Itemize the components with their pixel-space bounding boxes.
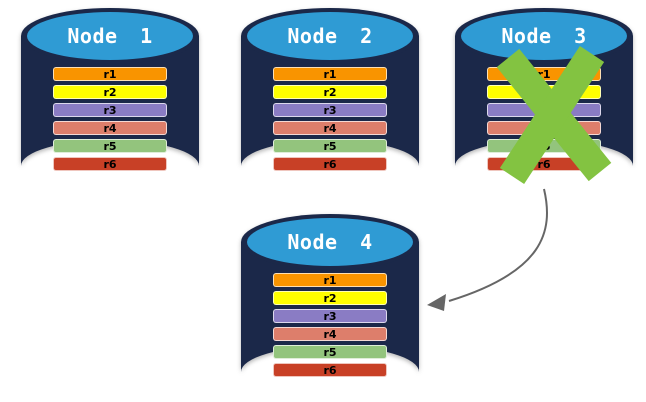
cylinder-cap-top: [247, 12, 413, 60]
node-2: Node 2 r1 r2 r3 r4 r5 r6: [239, 6, 421, 196]
x-stroke-2: [499, 46, 605, 184]
cylinder-cap-top: [247, 218, 413, 266]
row-r5: r5: [273, 139, 387, 153]
row-r6: r6: [273, 363, 387, 377]
row-r3: r3: [53, 103, 167, 117]
row-r4: r4: [53, 121, 167, 135]
arrowhead-icon: [427, 294, 446, 311]
row-r2: r2: [273, 291, 387, 305]
row-r3: r3: [273, 309, 387, 323]
row-r3: r3: [273, 103, 387, 117]
node-label: Node 2: [287, 24, 373, 48]
node-label: Node 4: [287, 230, 373, 254]
row-r1: r1: [273, 273, 387, 287]
node-1: Node 1 r1 r2 r3 r4 r5 r6: [19, 6, 201, 196]
node-4: Node 4 r1 r2 r3 r4 r5 r6: [239, 212, 421, 402]
cylinder-cap-top: [27, 12, 193, 60]
row-r2: r2: [273, 85, 387, 99]
row-r1: r1: [53, 67, 167, 81]
cylinder-cap-top: [461, 12, 627, 60]
row-r5: r5: [273, 345, 387, 359]
row-list: r1 r2 r3 r4 r5 r6: [53, 67, 167, 175]
row-r6: r6: [273, 157, 387, 171]
arrow-curve: [448, 188, 548, 302]
row-r5: r5: [53, 139, 167, 153]
row-r2: r2: [53, 85, 167, 99]
row-list: r1 r2 r3 r4 r5 r6: [273, 273, 387, 381]
x-cross-icon: [496, 46, 612, 184]
row-r4: r4: [273, 121, 387, 135]
row-r1: r1: [273, 67, 387, 81]
row-r4: r4: [273, 327, 387, 341]
node-label: Node 1: [67, 24, 153, 48]
replication-arrow: [427, 188, 548, 311]
row-r6: r6: [53, 157, 167, 171]
row-list: r1 r2 r3 r4 r5 r6: [273, 67, 387, 175]
node-label: Node 3: [501, 24, 587, 48]
